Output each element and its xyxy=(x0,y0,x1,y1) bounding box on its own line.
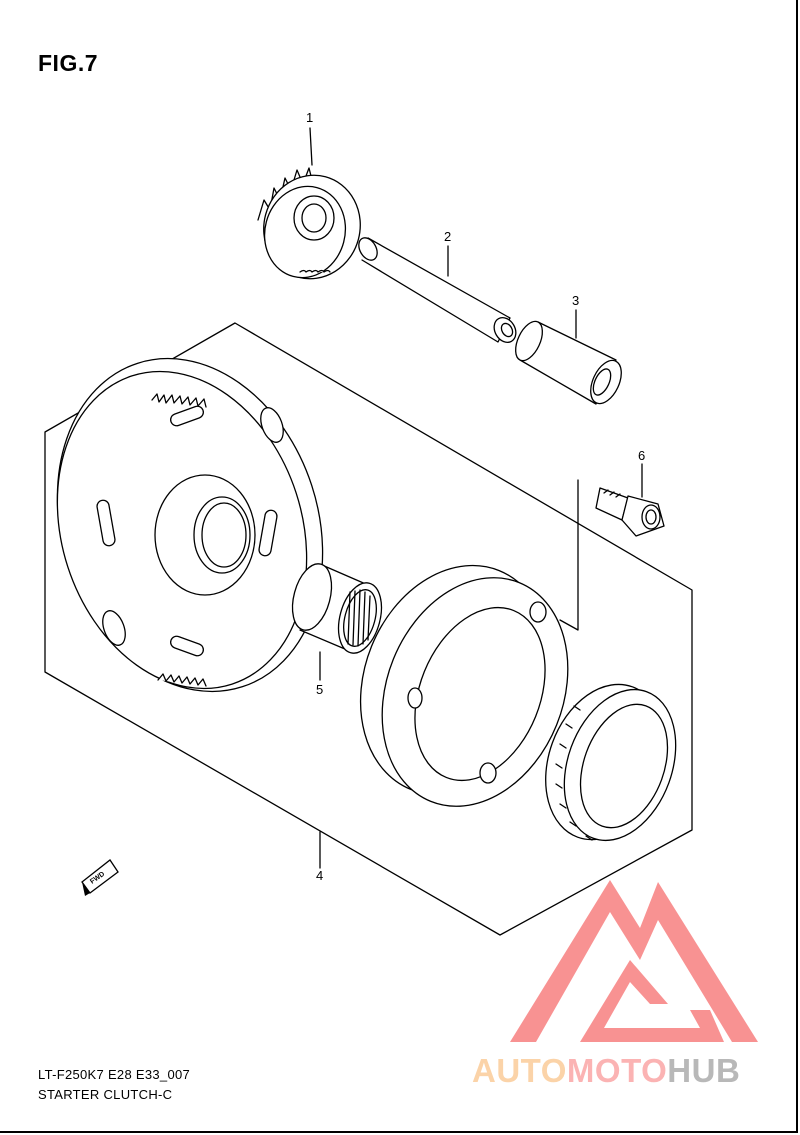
callout-1: 1 xyxy=(306,110,313,125)
mountain-triangle-logo-icon xyxy=(510,880,758,1042)
part-5-needle-bearing xyxy=(291,563,383,654)
brand-part-2: MOTO xyxy=(566,1052,668,1089)
assembly-boundary xyxy=(44,322,693,936)
part-2-shaft xyxy=(358,237,517,343)
part-4-clutch-housing xyxy=(359,564,569,807)
brand-watermark: AUTOMOTOHUB xyxy=(472,1052,740,1090)
leader-1 xyxy=(309,127,313,166)
bolt-alignment-line xyxy=(559,479,579,631)
callout-3: 3 xyxy=(572,293,579,308)
part-6-bolt xyxy=(595,487,665,537)
part-1-driven-gear xyxy=(257,167,361,280)
part-4-one-way-clutch xyxy=(545,683,677,842)
fwd-arrow-icon: FWD xyxy=(81,859,119,896)
brand-part-3: HUB xyxy=(667,1052,741,1089)
callout-2: 2 xyxy=(444,229,451,244)
brand-part-1: AUTO xyxy=(472,1052,567,1089)
model-code: LT-F250K7 E28 E33_007 xyxy=(38,1067,191,1082)
part-3-bushing xyxy=(515,320,622,405)
callout-5: 5 xyxy=(316,682,323,697)
section-name: STARTER CLUTCH-C xyxy=(38,1087,173,1102)
part-4-clutch-gear xyxy=(56,357,324,693)
figure-title: FIG.7 xyxy=(38,50,99,76)
callout-4: 4 xyxy=(316,868,323,883)
callout-6: 6 xyxy=(638,448,645,463)
